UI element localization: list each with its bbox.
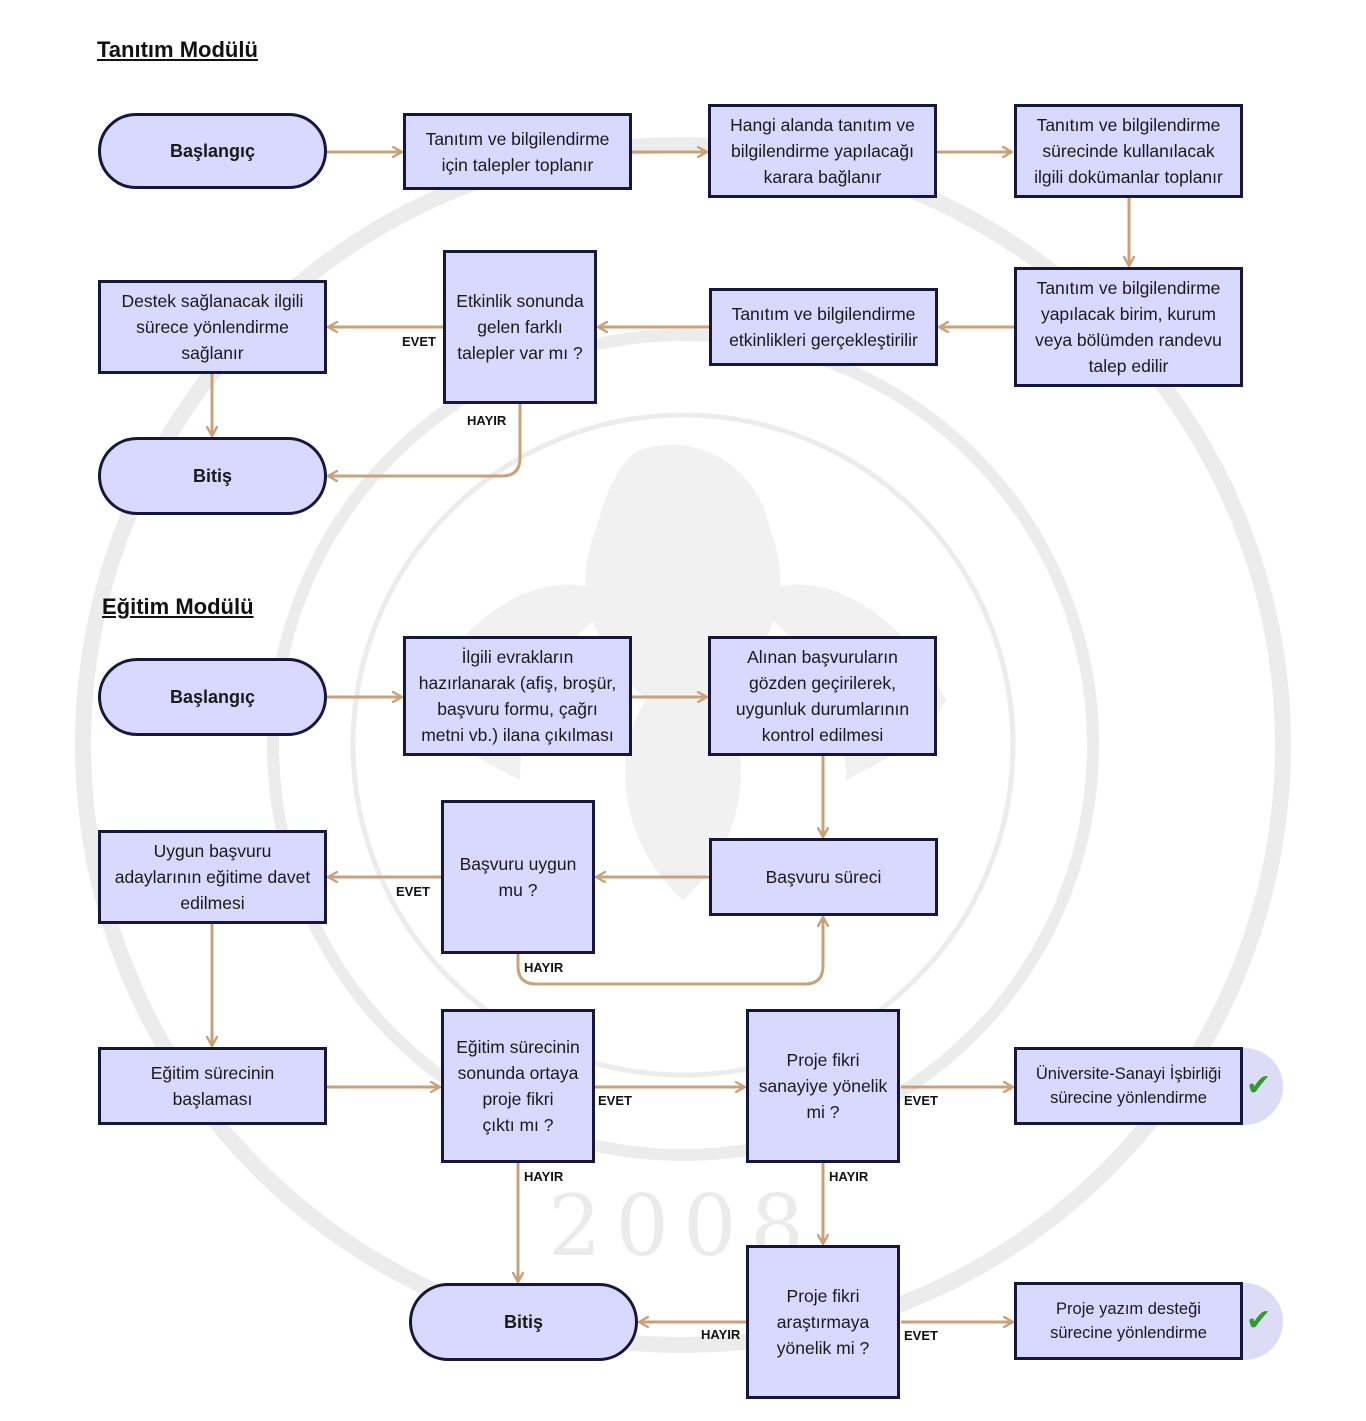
- node-label: Tanıtım ve bilgilendirme için talepler t…: [425, 128, 610, 175]
- no-label: HAYIR: [524, 1169, 564, 1184]
- process-step: Destek sağlanacak ilgili sürece yönlendi…: [98, 280, 327, 374]
- decision-node: Başvuru uygun mu ?: [441, 800, 595, 954]
- node-label: Uygun başvuru adaylarının eğitime davet …: [114, 841, 311, 913]
- end-node: Bitiş: [98, 437, 327, 515]
- node-label: Tanıtım ve bilgilendirme sürecinde kulla…: [1034, 115, 1223, 187]
- node-label: Tanıtım ve bilgilendirme yapılacak birim…: [1035, 278, 1222, 376]
- process-step: Tanıtım ve bilgilendirme yapılacak birim…: [1014, 267, 1243, 387]
- start-node: Başlangıç: [98, 658, 327, 736]
- no-label: HAYIR: [524, 960, 564, 975]
- yes-label: EVET: [904, 1328, 938, 1343]
- arrow: [516, 917, 823, 986]
- decision-node: Proje fikri araştırmaya yönelik mi ?: [746, 1245, 900, 1399]
- node-label: Proje yazım desteği sürecine yönlendirme: [1050, 1300, 1207, 1342]
- node-label: Proje fikri sanayiye yönelik mi ?: [758, 1050, 888, 1122]
- process-step: Tanıtım ve bilgilendirme sürecinde kulla…: [1014, 104, 1243, 198]
- process-step: Üniversite-Sanayi İşbirliği sürecine yön…: [1014, 1047, 1243, 1125]
- node-label: Başlangıç: [169, 141, 256, 161]
- node-label: Üniversite-Sanayi İşbirliği sürecine yön…: [1035, 1065, 1222, 1107]
- yes-label: EVET: [402, 334, 436, 349]
- node-label: Başvuru süreci: [765, 867, 882, 887]
- module-title: Tanıtım Modülü: [97, 37, 258, 62]
- node-label: İlgili evrakların hazırlanarak (afiş, br…: [418, 647, 617, 745]
- checkmark-icon: ✔: [1246, 1068, 1272, 1103]
- node-label: Bitiş: [192, 466, 232, 486]
- node-label: Destek sağlanacak ilgili sürece yönlendi…: [121, 291, 304, 363]
- node-label: Eğitim sürecinin başlaması: [150, 1063, 275, 1109]
- process-step: Başvuru süreci: [709, 838, 938, 916]
- process-step: Hangi alanda tanıtım ve bilgilendirme ya…: [708, 104, 937, 198]
- process-step: Eğitim sürecinin başlaması: [98, 1047, 327, 1125]
- node-label: Başlangıç: [169, 687, 256, 707]
- process-step: Tanıtım ve bilgilendirme etkinlikleri ge…: [709, 288, 938, 366]
- node-label: Bitiş: [503, 1312, 543, 1332]
- decision-node: Etkinlik sonunda gelen farklı talepler v…: [443, 250, 597, 404]
- node-label: Hangi alanda tanıtım ve bilgilendirme ya…: [730, 115, 915, 187]
- yes-label: EVET: [396, 884, 430, 899]
- process-step: Uygun başvuru adaylarının eğitime davet …: [98, 830, 327, 924]
- node-label: Başvuru uygun mu ?: [459, 854, 577, 900]
- start-node: Başlangıç: [98, 113, 327, 189]
- yes-label: EVET: [904, 1093, 938, 1108]
- checkmark-icon: ✔: [1246, 1303, 1272, 1338]
- node-label: Tanıtım ve bilgilendirme etkinlikleri ge…: [729, 304, 918, 350]
- process-step: Tanıtım ve bilgilendirme için talepler t…: [403, 113, 632, 190]
- arrow: [328, 403, 522, 476]
- decision-node: Eğitim sürecinin sonunda ortaya proje fi…: [441, 1009, 595, 1163]
- node-label: Proje fikri araştırmaya yönelik mi ?: [776, 1286, 870, 1358]
- yes-label: EVET: [598, 1093, 632, 1108]
- module-title: Eğitim Modülü: [102, 594, 254, 619]
- no-label: HAYIR: [829, 1169, 869, 1184]
- no-label: HAYIR: [701, 1327, 741, 1342]
- process-step: Proje yazım desteği sürecine yönlendirme: [1014, 1282, 1243, 1360]
- process-step: İlgili evrakların hazırlanarak (afiş, br…: [403, 636, 632, 756]
- end-node: Bitiş: [409, 1283, 638, 1361]
- no-label: HAYIR: [467, 413, 507, 428]
- process-step: Alınan başvuruların gözden geçirilerek, …: [708, 636, 937, 756]
- node-label: Etkinlik sonunda gelen farklı talepler v…: [456, 291, 584, 363]
- node-label: Alınan başvuruların gözden geçirilerek, …: [735, 647, 910, 745]
- node-label: Eğitim sürecinin sonunda ortaya proje fi…: [456, 1037, 580, 1135]
- decision-node: Proje fikri sanayiye yönelik mi ?: [746, 1009, 900, 1163]
